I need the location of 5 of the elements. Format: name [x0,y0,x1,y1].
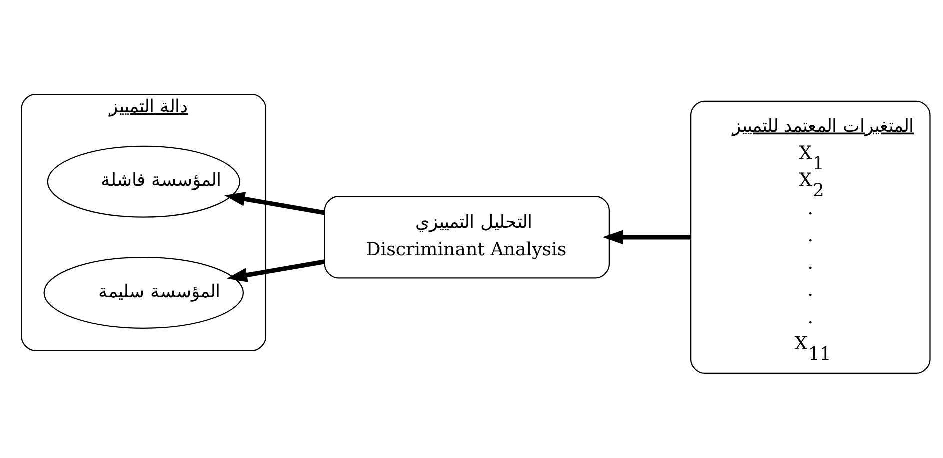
arrow [602,230,691,244]
arrow [226,259,326,282]
node-ellipse: المؤسسة فاشلة [47,145,240,218]
arrow [224,192,326,215]
node-ellipse: المؤسسة سليمة [44,256,244,328]
